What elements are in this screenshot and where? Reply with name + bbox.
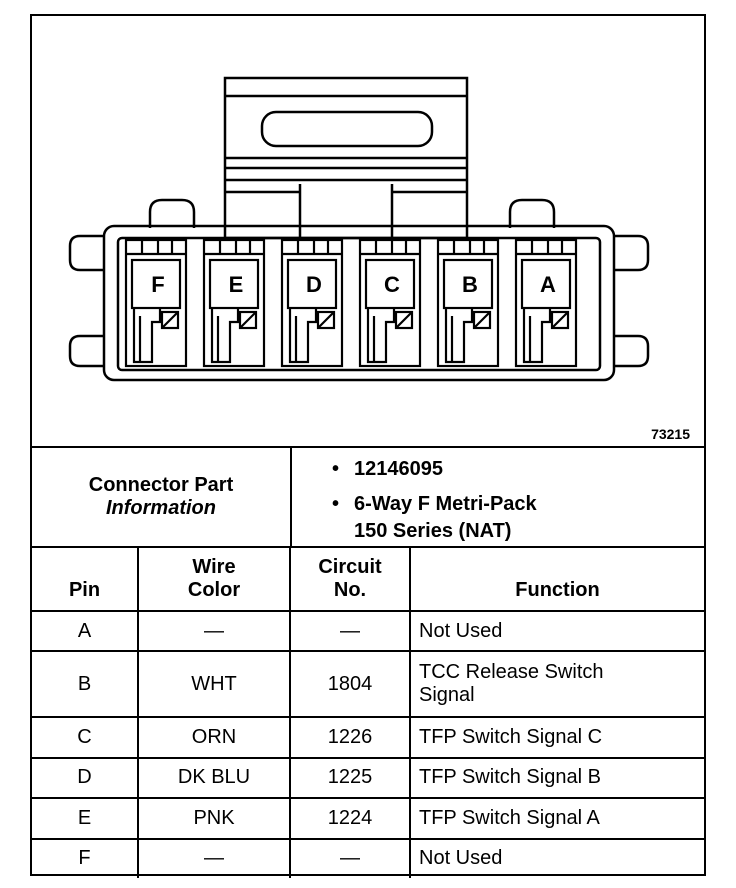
- circuit-cell: 1804: [289, 650, 411, 719]
- part-number: 12146095: [332, 456, 537, 483]
- table-row: E PNK 1224 TFP Switch Signal A: [32, 797, 704, 840]
- function-cell: TFP Switch Signal B: [409, 756, 704, 800]
- cavity-label: F: [151, 272, 164, 297]
- header-function: Function: [409, 548, 704, 612]
- function-cell: TFP Switch Signal A: [409, 797, 704, 840]
- connector-info-label: Connector Part Information: [32, 448, 292, 546]
- connector-part-info: Connector Part Information 12146095 6-Wa…: [32, 448, 704, 548]
- pin-cell: A: [32, 609, 139, 653]
- function-cell: TFP Switch Signal C: [409, 716, 704, 759]
- pin-cell: C: [32, 716, 139, 759]
- function-cell: Not Used: [409, 837, 704, 878]
- terminal-cavity: [202, 238, 266, 368]
- circuit-cell: —: [289, 609, 411, 653]
- circuit-cell: 1224: [289, 797, 411, 840]
- connector-description-line1: 6-Way F Metri-Pack: [332, 491, 537, 518]
- table-row: A — — Not Used: [32, 609, 704, 653]
- pin-cell: B: [32, 650, 139, 719]
- wire-color-cell: PNK: [137, 797, 291, 840]
- connector-illustration: F E D C B A 73215: [32, 16, 704, 448]
- wire-color-cell: —: [137, 837, 291, 878]
- terminal-cavity: [436, 238, 500, 368]
- circuit-cell: —: [289, 837, 411, 878]
- table-row: F — — Not Used: [32, 837, 704, 878]
- cavity-label: E: [229, 272, 244, 297]
- figure-number: 73215: [651, 426, 690, 442]
- cavity-label: B: [462, 272, 478, 297]
- wire-color-cell: —: [137, 609, 291, 653]
- cavity-label: A: [540, 272, 556, 297]
- cavity-label: D: [306, 272, 322, 297]
- terminal-cavity: [358, 238, 422, 368]
- circuit-cell: 1225: [289, 756, 411, 800]
- terminal-cavity: [280, 238, 344, 368]
- connector-info-label-line2: Information: [106, 497, 216, 519]
- cavity-label: C: [384, 272, 400, 297]
- pin-cell: F: [32, 837, 139, 878]
- wire-color-cell: ORN: [137, 716, 291, 759]
- terminal-cavity: [124, 238, 188, 368]
- connector-description-line2: 150 Series (NAT): [354, 520, 512, 542]
- connector-info-label-line1: Connector Part: [88, 474, 234, 496]
- connector-info-values: 12146095 6-Way F Metri-Pack 150 Series (…: [332, 456, 537, 545]
- pin-cell: D: [32, 756, 139, 800]
- wire-color-cell: WHT: [137, 650, 291, 719]
- wire-color-cell: DK BLU: [137, 756, 291, 800]
- table-row: C ORN 1226 TFP Switch Signal C: [32, 716, 704, 759]
- pin-cell: E: [32, 797, 139, 840]
- function-cell: Not Used: [409, 609, 704, 653]
- terminal-cavity: [514, 238, 578, 368]
- table-row: D DK BLU 1225 TFP Switch Signal B: [32, 756, 704, 800]
- circuit-cell: 1226: [289, 716, 411, 759]
- header-pin: Pin: [32, 548, 139, 612]
